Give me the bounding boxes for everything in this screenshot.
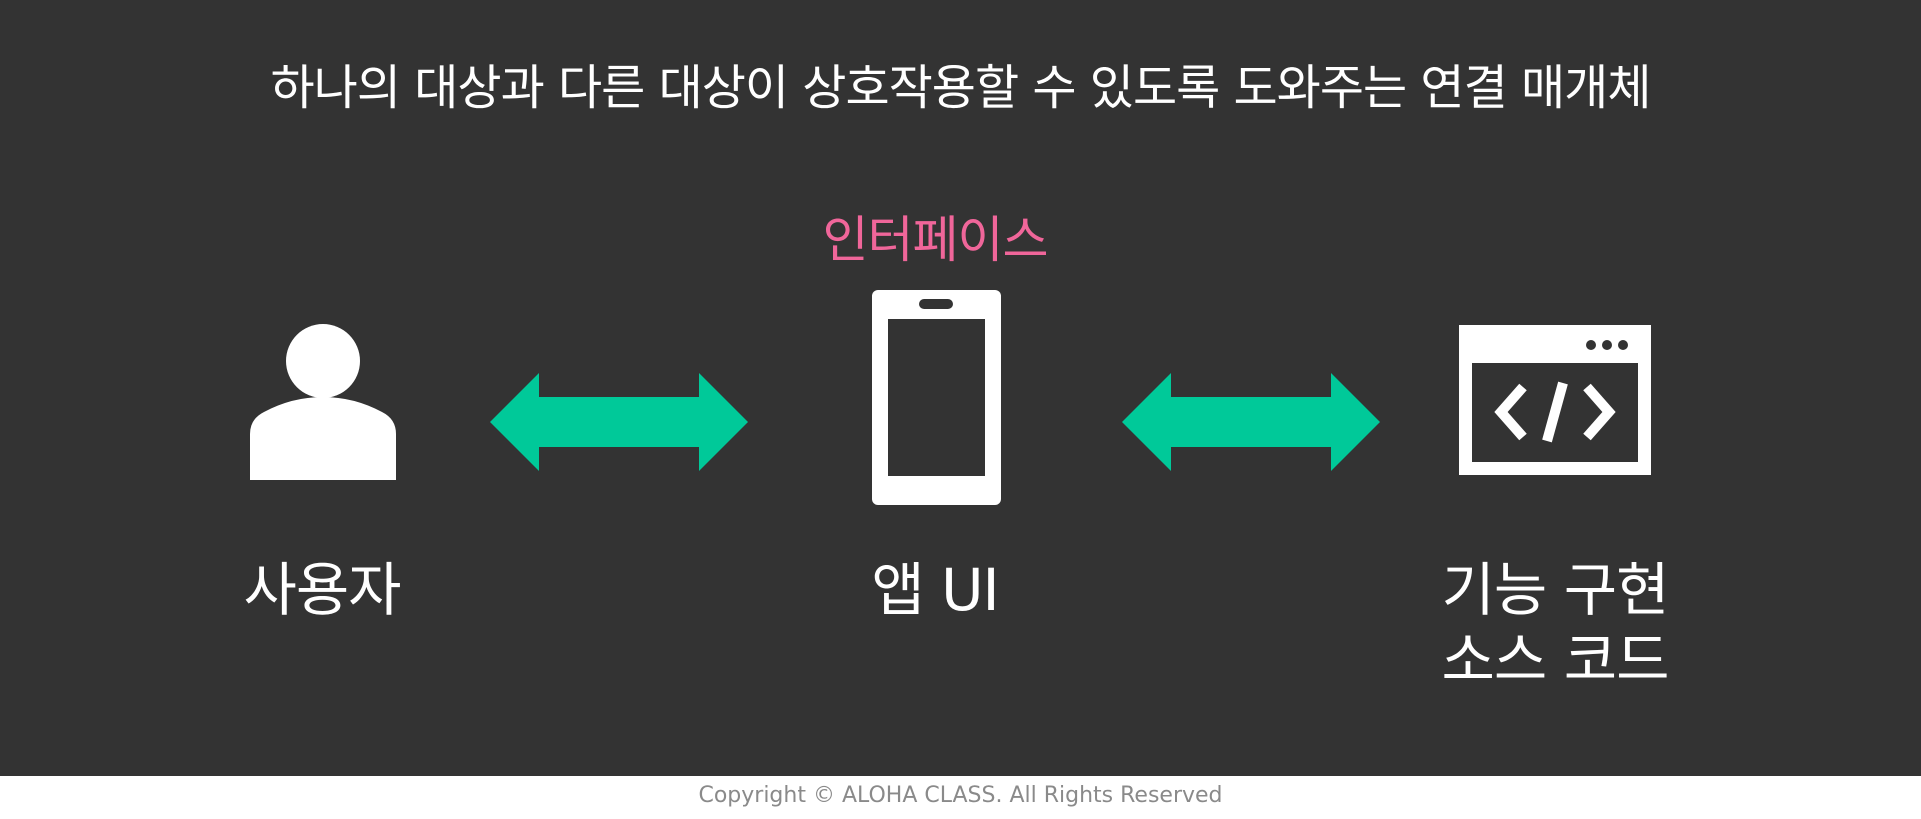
source-code-label-line-1: 기능 구현 — [1441, 556, 1670, 624]
smartphone-icon — [872, 290, 1001, 509]
code-window-icon — [1459, 325, 1651, 479]
app-ui-label: 앱 UI — [835, 555, 1035, 625]
double-arrow-icon — [490, 373, 748, 475]
app-ui-label-line: 앱 UI — [871, 556, 999, 624]
diagram-canvas: 하나의 대상과 다른 대상이 상호작용할 수 있도록 도와주는 연결 매개체 인… — [0, 0, 1921, 776]
user-label-line: 사용자 — [243, 556, 401, 624]
interface-label: 인터페이스 — [822, 211, 1049, 269]
user-icon — [250, 324, 396, 484]
user-label: 사용자 — [222, 555, 422, 625]
diagram-title: 하나의 대상과 다른 대상이 상호작용할 수 있도록 도와주는 연결 매개체 — [270, 60, 1652, 116]
copyright-footer: Copyright © ALOHA CLASS. All Rights Rese… — [0, 776, 1921, 819]
source-code-label-line-2: 소스 코드 — [1441, 626, 1670, 694]
double-arrow-icon — [1122, 373, 1380, 475]
source-code-label: 기능 구현 소스 코드 — [1410, 555, 1700, 695]
